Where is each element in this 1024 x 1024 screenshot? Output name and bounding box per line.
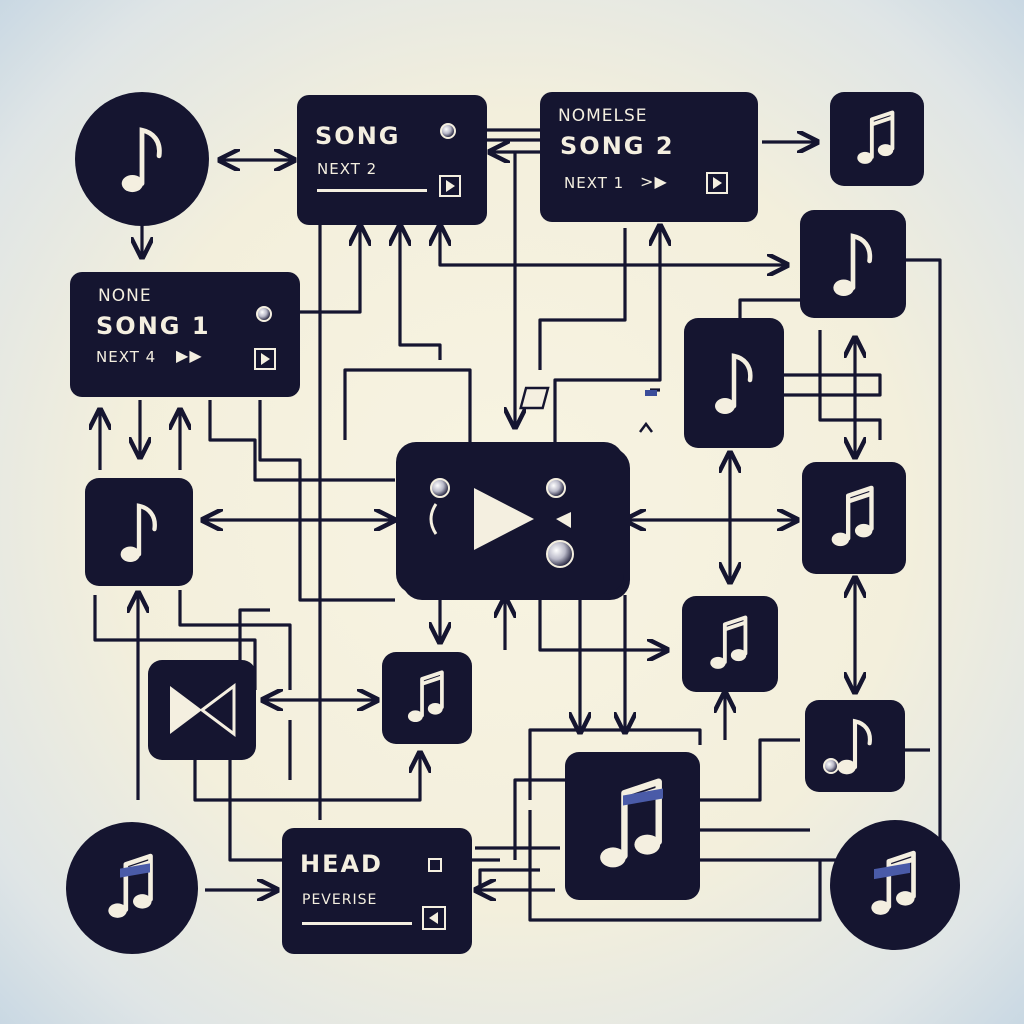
knob-icon[interactable] [546, 478, 566, 498]
play-icon[interactable] [706, 172, 728, 194]
song1-next-label: NEXT 4 [96, 348, 157, 366]
music-note-icon [824, 484, 884, 552]
song2-title: SONG 2 [560, 132, 675, 160]
music-tile-center-left[interactable] [382, 652, 472, 744]
music-tile-right-upper[interactable] [800, 210, 906, 318]
small-tag-icon [519, 386, 657, 433]
knob-icon[interactable] [256, 306, 272, 322]
progress-bar [317, 189, 427, 192]
song1-title: SONG 1 [96, 312, 211, 340]
play-icon [429, 488, 571, 550]
music-circle-bottom-left[interactable] [66, 822, 198, 954]
song2-next-label: NEXT 1 [564, 174, 625, 192]
music-note-icon [704, 345, 764, 421]
knob-icon[interactable] [440, 123, 456, 139]
music-tile-large[interactable] [565, 752, 700, 900]
music-note-icon [110, 121, 174, 197]
song-player-card[interactable]: SONG NEXT 2 [297, 95, 487, 225]
music-note-icon [110, 497, 168, 567]
music-circle-top-left[interactable] [75, 92, 209, 226]
music-note-icon [402, 669, 452, 727]
song2-header: NOMELSE [558, 106, 648, 126]
music-note-icon [851, 109, 903, 169]
music-tile-right-mid[interactable] [802, 462, 906, 574]
song1-player-card[interactable]: NONE SONG 1 NEXT 4 ▶ ▶ [70, 272, 300, 397]
reverse-icon[interactable] [422, 906, 446, 930]
head-reverse-card[interactable]: HEAD PEVERISE [282, 828, 472, 954]
skip-forward-icon[interactable]: > ▶ [640, 172, 667, 191]
skip-forward-icon[interactable]: ▶ ▶ [176, 346, 202, 365]
music-tile-left[interactable] [85, 478, 193, 586]
music-note-icon [822, 227, 884, 301]
music-note-icon [864, 849, 926, 921]
music-tile-center-right[interactable] [682, 596, 778, 692]
bowtie-play-icon [170, 683, 236, 737]
stop-icon[interactable] [428, 858, 442, 872]
bowtie-tile[interactable] [148, 660, 256, 760]
progress-bar [302, 922, 412, 925]
song-title: SONG [315, 122, 401, 150]
music-note-icon [704, 614, 756, 674]
music-tile-right-middle[interactable] [684, 318, 784, 448]
play-icon[interactable] [254, 348, 276, 370]
music-tile-top-right[interactable] [830, 92, 924, 186]
music-circle-bottom-right[interactable] [830, 820, 960, 950]
knob-icon[interactable] [546, 540, 574, 568]
music-note-icon [101, 852, 163, 924]
knob-icon[interactable] [823, 758, 839, 774]
music-tile-bottom-right[interactable] [805, 700, 905, 792]
central-player[interactable] [396, 442, 624, 594]
song2-player-card[interactable]: NOMELSE SONG 2 NEXT 1 > ▶ [540, 92, 758, 222]
head-title: HEAD [300, 850, 383, 878]
song1-header: NONE [98, 286, 152, 306]
knob-icon[interactable] [430, 478, 450, 498]
music-note-icon [588, 776, 678, 876]
play-icon[interactable] [439, 175, 461, 197]
song-next-label: NEXT 2 [317, 160, 378, 178]
head-sub-label: PEVERISE [302, 892, 378, 908]
